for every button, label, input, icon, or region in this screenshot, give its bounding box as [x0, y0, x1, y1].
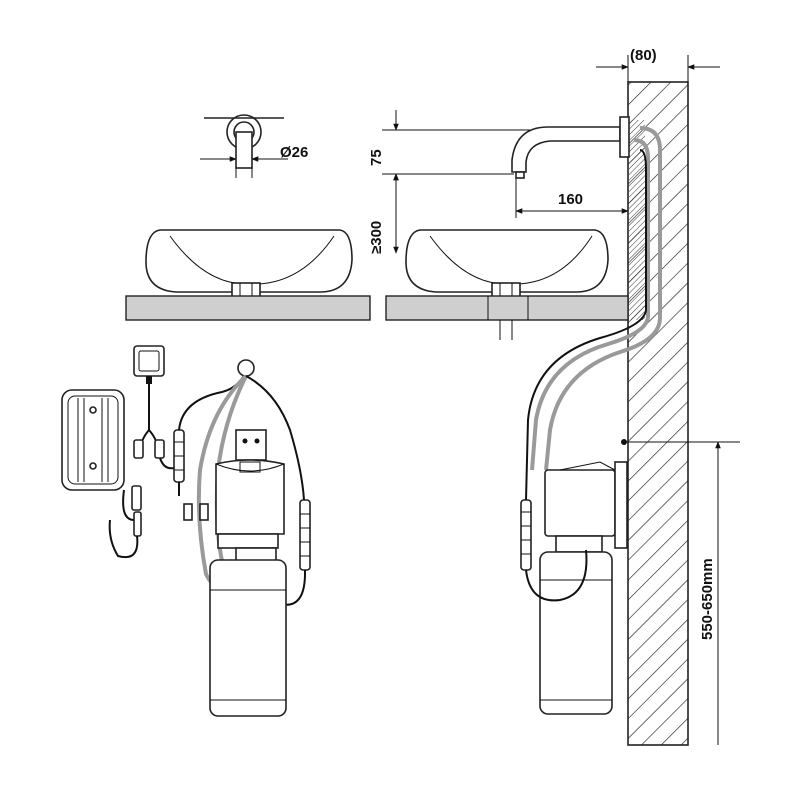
- wall-thickness-label: (80): [630, 47, 657, 64]
- wall-spout: [511, 116, 630, 179]
- mount-height-dimension: 550-650mm: [624, 441, 740, 745]
- wall-bracket: [614, 461, 628, 549]
- power-cable: [108, 429, 175, 558]
- spout-reach-label: 160: [558, 191, 583, 208]
- left-basin: [145, 229, 353, 298]
- right-control-box: [544, 439, 628, 549]
- vertical-dimensions: 75 ≥300: [368, 110, 530, 254]
- left-countertop: [125, 295, 371, 321]
- battery-box: [61, 389, 125, 491]
- spout-diameter-label: Ø26: [280, 144, 308, 161]
- spout-reach-dimension: 160: [515, 178, 629, 218]
- basin-gap-label: ≥300: [368, 221, 385, 254]
- right-basin: [405, 229, 609, 298]
- left-filter-cylinder: [209, 547, 287, 717]
- power-adapter: [133, 345, 165, 430]
- spout-top-view: Ø26: [200, 114, 308, 178]
- spout-wall-plate: [619, 116, 630, 158]
- spout-height-label: 75: [368, 149, 385, 166]
- left-control-box: [215, 429, 285, 549]
- mount-height-label: 550-650mm: [699, 558, 716, 640]
- right-filter-cylinder: [539, 535, 613, 715]
- wall-thickness-dimension: (80): [596, 47, 720, 82]
- wall-recess: [629, 120, 645, 320]
- right-countertop: [385, 295, 629, 340]
- left-fittings: [183, 503, 209, 521]
- right-connector-cable: [520, 499, 588, 602]
- wall-hoses: [525, 126, 662, 501]
